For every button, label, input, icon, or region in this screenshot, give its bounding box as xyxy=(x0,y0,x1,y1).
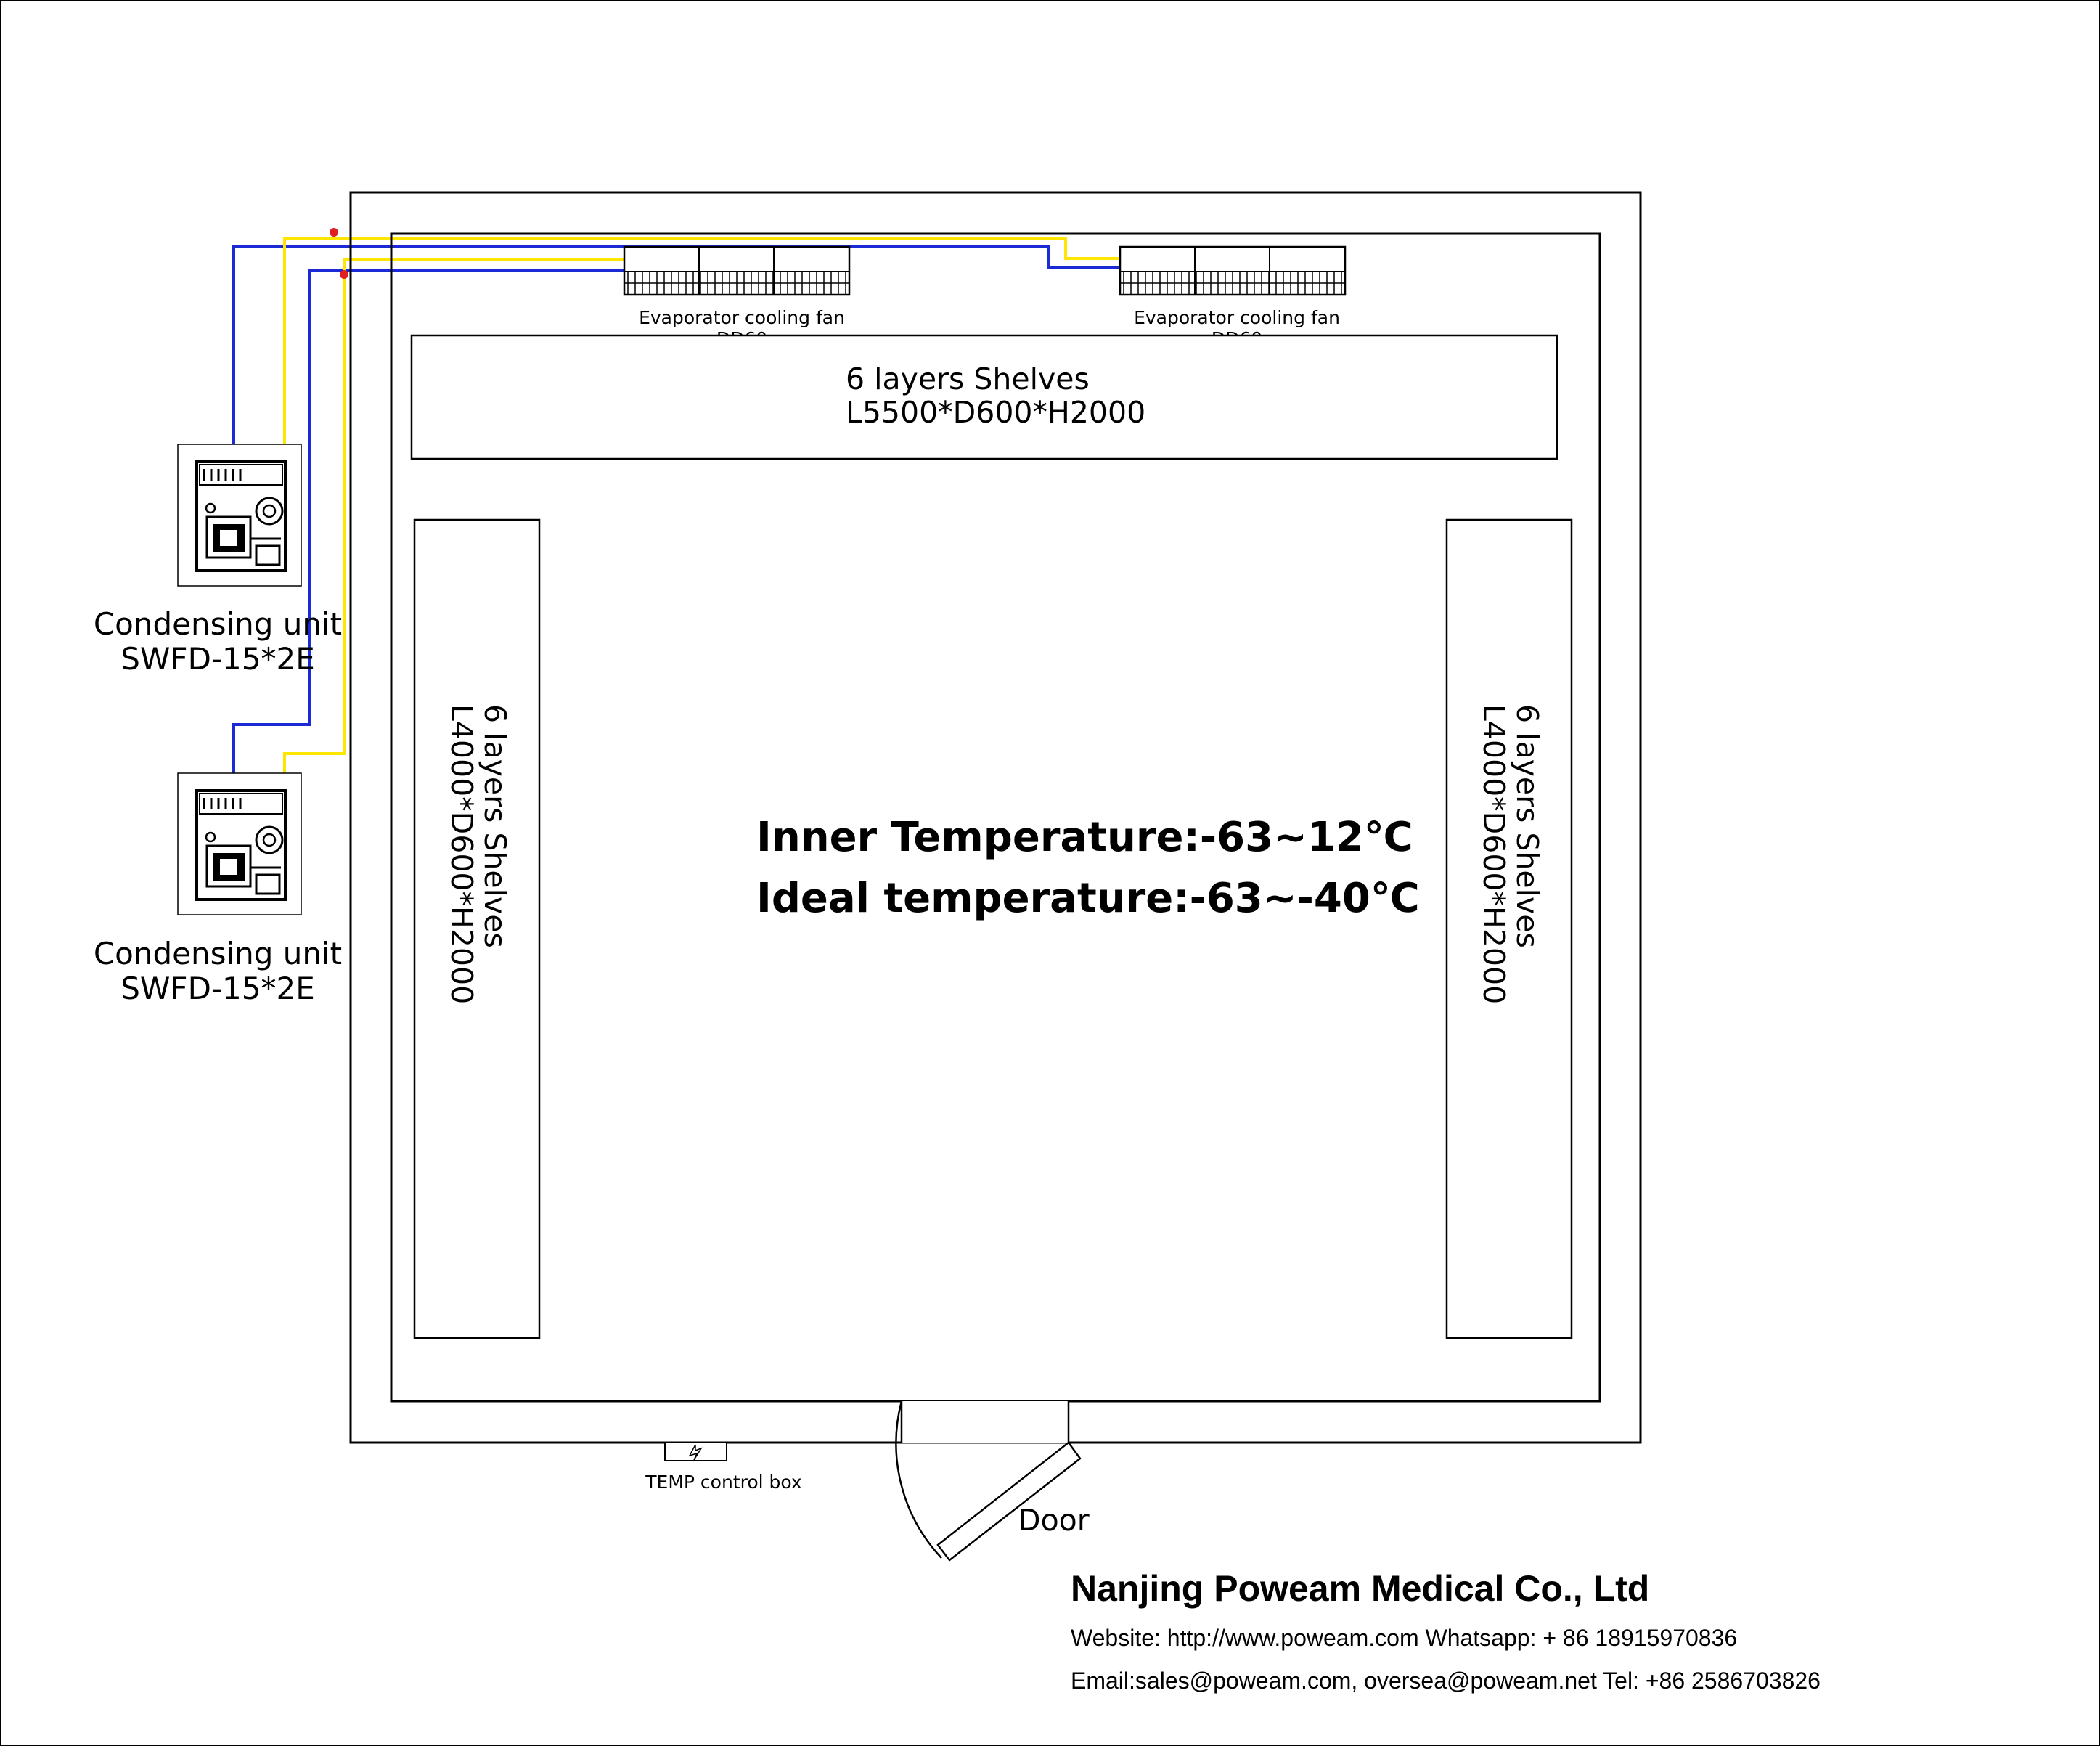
company-name: Nanjing Poweam Medical Co., Ltd xyxy=(1071,1568,1649,1609)
blue-pipe-unit-2 xyxy=(232,269,624,824)
temp-control-box-label: TEMP control box xyxy=(645,1472,801,1493)
right-shelf xyxy=(1445,518,1573,1339)
condensing-unit-1-line2: SWFD-15*2E xyxy=(120,641,315,677)
yellow-pipe-unit-1 xyxy=(283,237,1122,501)
temp-control-box xyxy=(664,1442,727,1461)
door-leaf xyxy=(936,1441,1082,1562)
left-shelf-line1: 6 layers Shelves xyxy=(478,704,512,948)
company-website: Website: http://www.poweam.com Whatsapp:… xyxy=(1071,1625,1737,1651)
condensing-unit-2 xyxy=(177,772,302,915)
valve-1 xyxy=(330,228,338,237)
condensing-unit-1 xyxy=(177,444,302,587)
company-email: Email:sales@poweam.com, oversea@poweam.n… xyxy=(1071,1668,1821,1694)
evaporator-1-label: Evaporator cooling fan xyxy=(639,307,845,328)
right-shelf-line2: L4000*D600*H2000 xyxy=(1476,704,1511,1004)
right-shelf-line1: 6 layers Shelves xyxy=(1510,704,1545,948)
inner-temperature: Inner Temperature:-63~12℃ xyxy=(756,814,1413,861)
blue-pipe-unit-1 xyxy=(232,245,1122,501)
door xyxy=(895,1400,1082,1562)
ideal-temperature: Ideal temperature:-63~-40℃ xyxy=(756,875,1420,922)
evaporator-2-label: Evaporator cooling fan xyxy=(1134,307,1340,328)
left-shelf-line2: L4000*D600*H2000 xyxy=(444,704,479,1004)
condensing-unit-2-line1: Condensing unit xyxy=(94,936,342,971)
valve-2 xyxy=(340,270,348,279)
condensing-unit-2-line2: SWFD-15*2E xyxy=(120,971,315,1006)
evaporator-1 xyxy=(623,245,851,296)
electric-warning-icon xyxy=(688,1444,703,1461)
left-shelf xyxy=(413,518,541,1339)
door-label: Door xyxy=(1018,1503,1090,1538)
door-swing-arc xyxy=(895,1400,942,1559)
top-shelf xyxy=(410,334,1558,460)
top-shelf-line2: L5500*D600*H2000 xyxy=(846,395,1145,430)
top-shelf-line1: 6 layers Shelves xyxy=(846,362,1090,396)
condensing-unit-1-line1: Condensing unit xyxy=(94,606,342,642)
evaporator-2 xyxy=(1119,245,1347,296)
